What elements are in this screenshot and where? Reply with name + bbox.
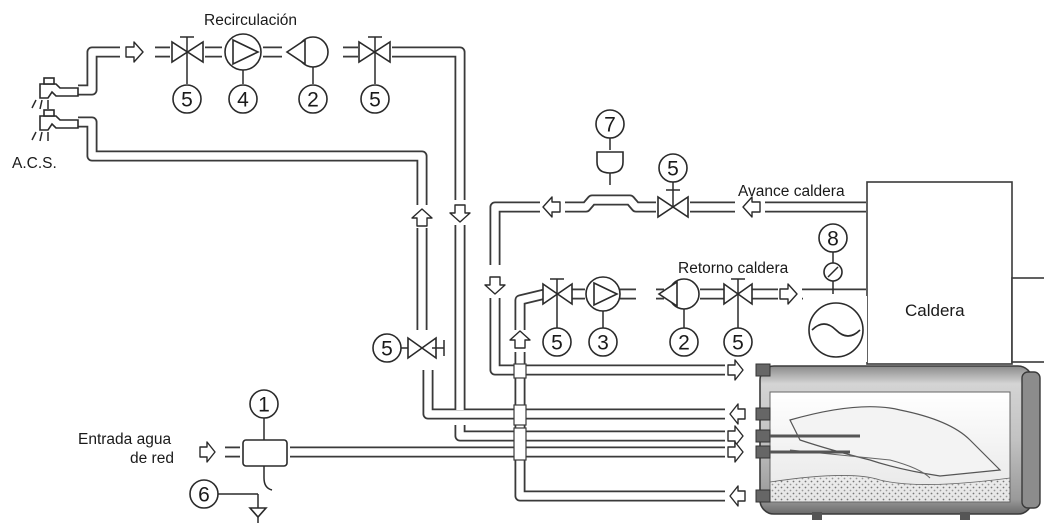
label-acs: A.C.S.: [12, 155, 57, 172]
expansion-vessel-icon: [596, 138, 624, 185]
callout-1: 1: [258, 394, 270, 417]
flow-arrow-icon: [411, 208, 433, 227]
callout-5-avance: 5: [667, 158, 679, 181]
callouts: 5 4 2 5 7 5 8 5 3 2 5 5 1 6: [172, 84, 848, 509]
flow-arrow-icon: [484, 276, 506, 295]
pipe-network: [78, 46, 866, 502]
flow-arrow-icon: [727, 359, 744, 381]
valve-icon: [657, 182, 689, 219]
flow-arrow-icon: [779, 283, 798, 305]
tap-icon: [31, 77, 79, 110]
pump-icon: [224, 33, 262, 84]
callout-2-top: 2: [307, 89, 319, 112]
callout-6: 6: [198, 484, 210, 507]
valve-icon: [171, 36, 204, 84]
label-caldera: Caldera: [905, 301, 965, 320]
label-de-red: de red: [130, 450, 174, 467]
check-valve-icon: [285, 36, 329, 84]
callout-4: 4: [237, 89, 249, 112]
callout-5-return-left: 5: [551, 332, 563, 355]
recirculation-line: [171, 33, 391, 84]
flow-arrows: [125, 41, 798, 507]
flow-arrow-icon: [742, 196, 761, 218]
filter-icon: [242, 418, 288, 491]
callout-7: 7: [604, 114, 616, 137]
label-retorno-caldera: Retorno caldera: [678, 260, 789, 277]
valve-icon: [358, 36, 391, 84]
flow-arrow-icon: [449, 204, 471, 223]
flow-arrow-icon: [509, 330, 531, 349]
callout-3: 3: [597, 332, 609, 355]
pressure-gauge-icon: [823, 252, 843, 294]
label-avance-caldera: Avance caldera: [738, 183, 845, 200]
label-recirculacion: Recirculación: [204, 12, 297, 29]
valve-icon: [542, 278, 573, 328]
label-entrada-agua: Entrada agua: [78, 431, 171, 448]
storage-tank-icon: [755, 363, 1041, 520]
flow-arrow-icon: [542, 196, 561, 218]
callout-5-top: 5: [369, 89, 381, 112]
return-line: [542, 252, 843, 328]
boiler-icon: [803, 181, 1044, 365]
flow-arrow-icon: [729, 403, 746, 425]
flow-arrow-icon: [729, 485, 746, 507]
flow-arrow-icon: [727, 425, 744, 447]
drain-icon: [232, 493, 268, 523]
tap-icon: [31, 109, 79, 142]
pump-icon: [585, 276, 621, 328]
check-valve-icon: [657, 278, 700, 328]
callout-2-return: 2: [678, 332, 690, 355]
valve-icon: [723, 278, 753, 328]
callout-5-riser: 5: [381, 338, 393, 361]
flow-arrow-icon: [125, 41, 144, 63]
callout-8: 8: [827, 228, 839, 251]
labels: Recirculación A.C.S. Avance caldera Reto…: [12, 12, 965, 467]
flow-arrow-icon: [199, 441, 216, 463]
flow-arrow-icon: [727, 441, 744, 463]
callout-5-return-right: 5: [732, 332, 744, 355]
callout-5-left: 5: [181, 89, 193, 112]
